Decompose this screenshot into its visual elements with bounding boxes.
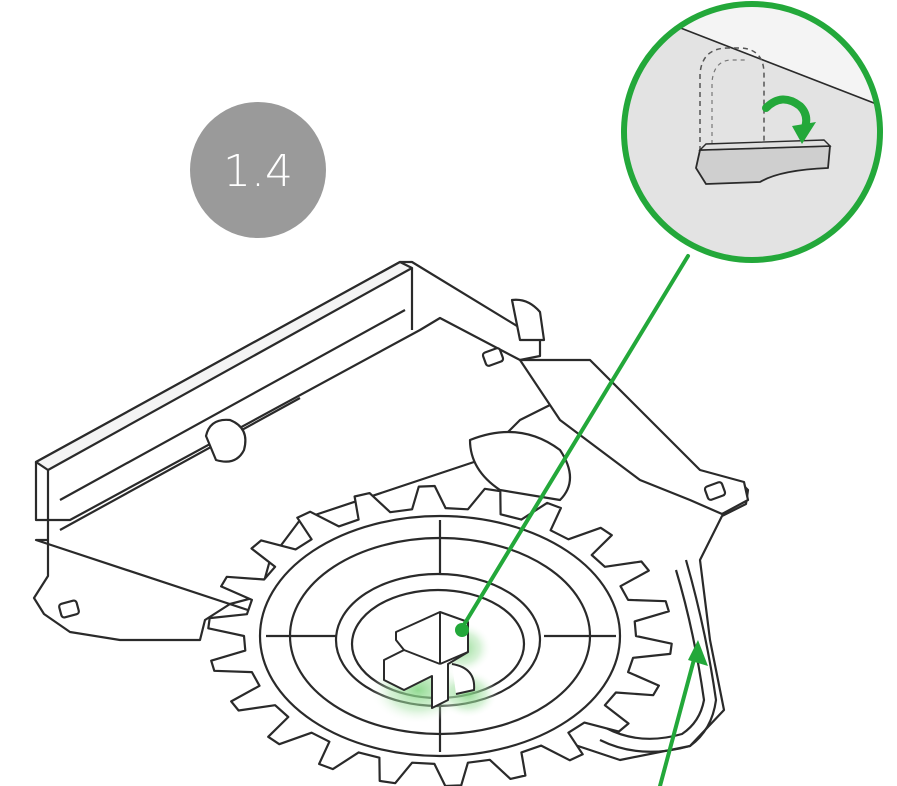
housing-slot [204, 418, 247, 463]
housing-inner-line [46, 268, 414, 540]
housing-motor-lobe [468, 430, 572, 502]
housing-right-block [518, 358, 750, 516]
leader-dot-latch [455, 623, 469, 637]
leader-arrowhead [688, 640, 708, 666]
step-badge-circle [190, 102, 326, 238]
housing-top-boss [510, 298, 546, 342]
callout-folded-tab [695, 145, 831, 185]
screw-hole-top [481, 347, 505, 367]
housing-curved-band-inner [605, 569, 706, 740]
callout-edge-line [659, 19, 880, 113]
leader-lines [455, 254, 708, 786]
screw-hole-right [703, 481, 727, 501]
callout-bubble [621, 1, 883, 263]
callout-ring [621, 1, 883, 263]
housing-curved-band [599, 559, 718, 753]
leader-line-bottom [658, 650, 698, 786]
gear-ribs [266, 520, 616, 752]
leader-line-callout [460, 254, 690, 630]
step-badge: 1.4 [190, 102, 326, 238]
curved-arrow-clockwise-icon [762, 95, 816, 144]
screw-hole-left [58, 599, 80, 619]
step-badge-label: 1.4 [223, 146, 293, 197]
callout-ghost-tab [699, 47, 765, 160]
